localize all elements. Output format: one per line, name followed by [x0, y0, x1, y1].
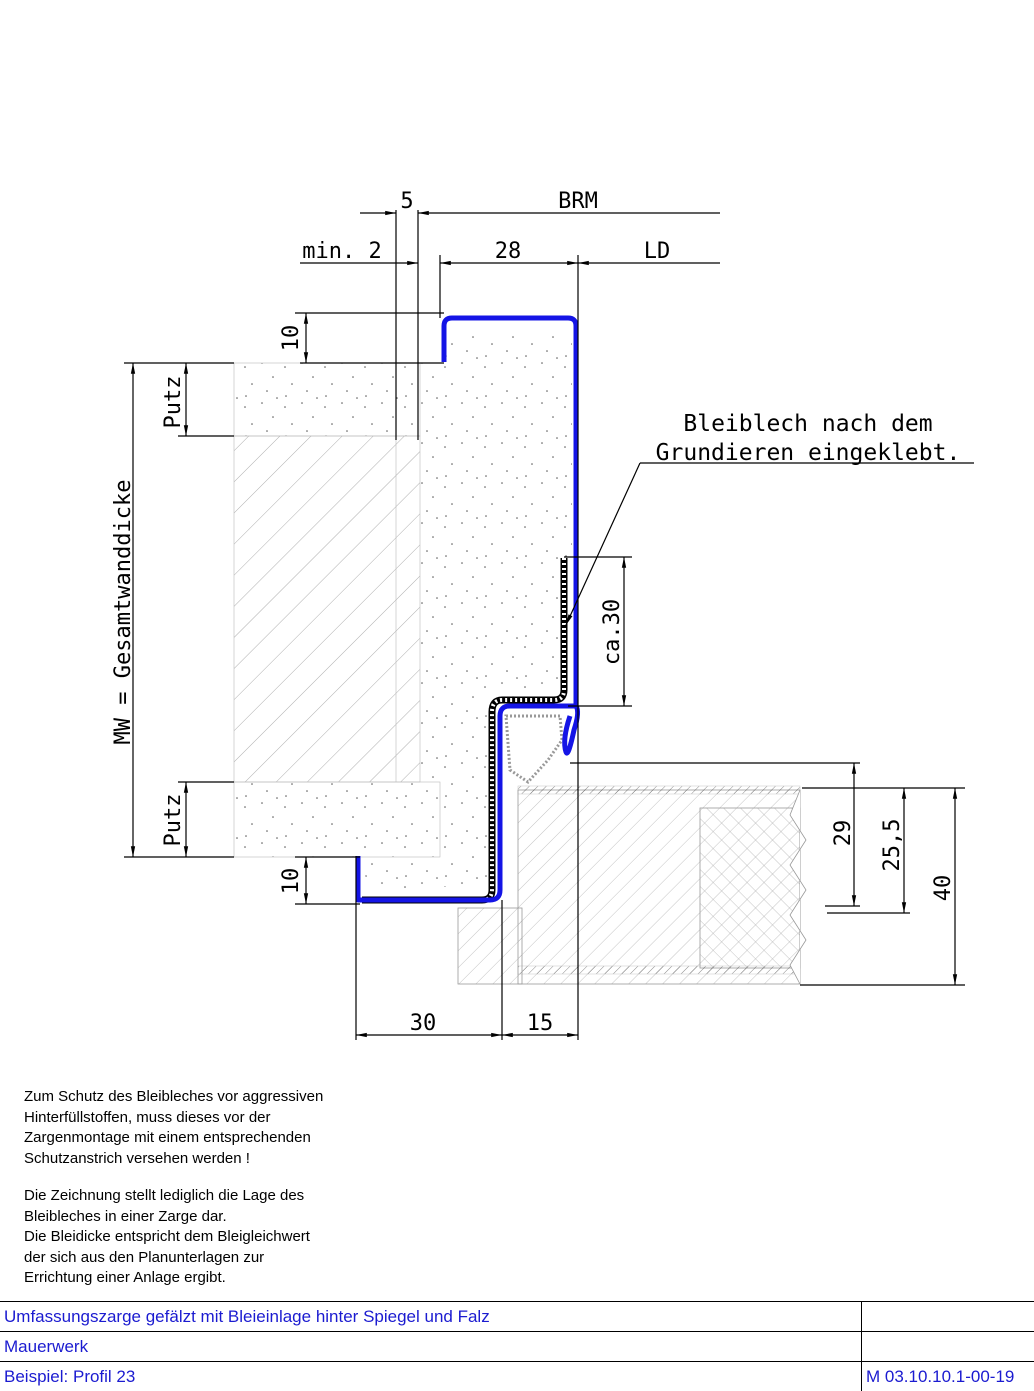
title-example: Beispiel: Profil 23 — [0, 1362, 862, 1391]
dim-mw: MW = Gesamtwanddicke — [111, 480, 136, 745]
note-line: Die Zeichnung stellt lediglich die Lage … — [24, 1187, 305, 1204]
dim-10-top: 10 — [279, 325, 304, 352]
dimensions — [124, 210, 974, 1040]
note-line: der sich aus den Planunterlagen zur — [24, 1248, 265, 1266]
title-row-1: Umfassungszarge gefälzt mit Bleieinlage … — [0, 1302, 1034, 1332]
dim-29: 29 — [831, 820, 856, 847]
technical-drawing: 5 BRM min. 2 28 LD 10 Putz MW = Gesamtwa… — [111, 189, 974, 1040]
note-line: Zargenmontage mit einem entsprechenden — [24, 1129, 311, 1146]
annotation-line2: Grundieren eingeklebt. — [656, 440, 961, 466]
note-drawing-scope: Die Zeichnung stellt lediglich die Lage … — [24, 1186, 310, 1289]
dim-5: 5 — [400, 189, 413, 214]
annotation-line1: Bleiblech nach dem — [683, 411, 932, 437]
frame-fill — [360, 330, 572, 890]
note-line: Hinterfüllstoffen, muss dieses vor der — [24, 1108, 271, 1126]
title-row-3: Beispiel: Profil 23 M 03.10.10.1-00-19 — [0, 1362, 1034, 1391]
dim-ld: LD — [644, 239, 671, 264]
note-line: Schutzanstrich versehen werden ! — [24, 1149, 250, 1167]
dim-40: 40 — [931, 875, 956, 902]
dim-28: 28 — [495, 239, 522, 264]
title-side-empty-1 — [862, 1302, 1034, 1331]
note-line: Zum Schutz des Bleibleches vor aggressiv… — [24, 1088, 324, 1105]
note-line: Bleibleches in einer Zarge dar. — [24, 1207, 227, 1225]
drawing-number: M 03.10.10.1-00-19 — [866, 1367, 1015, 1386]
title-row-2: Mauerwerk — [0, 1332, 1034, 1362]
dim-10-bottom: 10 — [279, 868, 304, 895]
note-line: Errichtung einer Anlage ergibt. — [24, 1269, 226, 1286]
dim-putz-bottom: Putz — [161, 794, 186, 847]
title-side-empty-2 — [862, 1332, 1034, 1361]
note-line: Die Bleidicke entspricht dem Bleigleichw… — [24, 1228, 310, 1245]
door-leaf — [457, 785, 807, 985]
dimension-labels: 5 BRM min. 2 28 LD 10 Putz MW = Gesamtwa… — [111, 189, 960, 1036]
dim-15: 15 — [527, 1011, 554, 1036]
dim-brm: BRM — [558, 189, 598, 214]
dim-25-5: 25,5 — [880, 819, 905, 872]
title-block: Umfassungszarge gefälzt mit Bleieinlage … — [0, 1301, 1034, 1391]
note-protection: Zum Schutz des Bleibleches vor aggressiv… — [24, 1087, 323, 1169]
wall-section — [233, 362, 441, 858]
dim-putz-top: Putz — [161, 376, 186, 429]
seal-profile — [504, 714, 564, 784]
dim-ca30: ca.30 — [600, 599, 625, 665]
title-material: Mauerwerk — [0, 1332, 862, 1361]
dim-min2: min. 2 — [302, 239, 381, 264]
lead-sheet — [355, 315, 579, 903]
dim-30: 30 — [410, 1011, 437, 1036]
title-description: Umfassungszarge gefälzt mit Bleieinlage … — [0, 1302, 862, 1331]
